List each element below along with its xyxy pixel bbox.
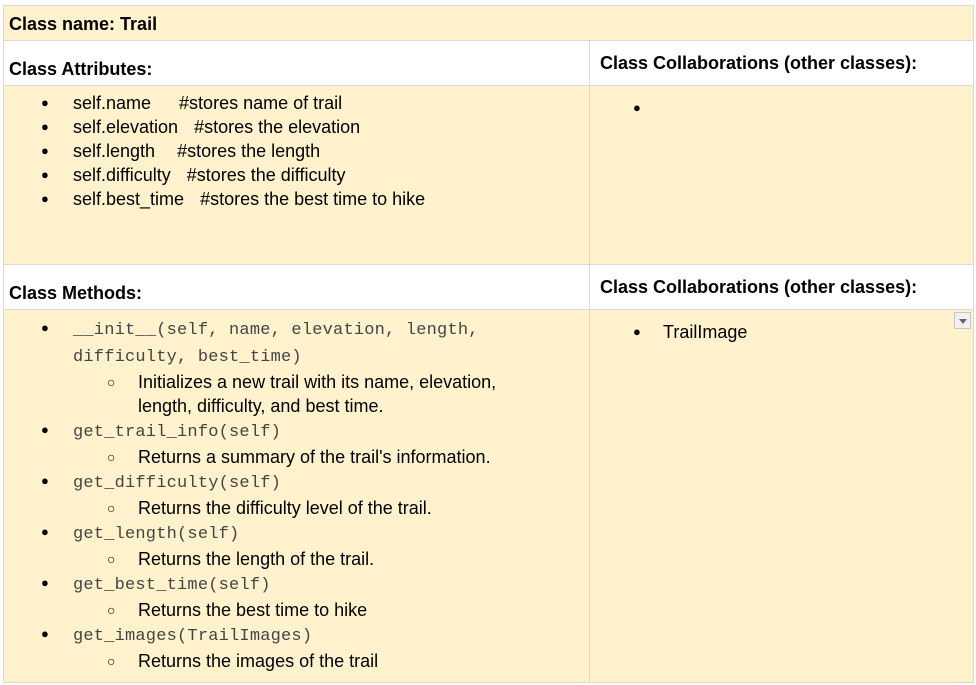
method-signature: get_images(TrailImages)	[73, 627, 313, 646]
list-item: Initializes a new trail with its name, e…	[4, 370, 589, 418]
class-name-cell: Class name: Trail	[4, 6, 973, 40]
list-item: get_trail_info(self)	[4, 418, 589, 445]
attribute-code: self.difficulty	[73, 165, 171, 185]
attributes-collab-body-cell	[589, 85, 973, 264]
attribute-code: self.best_time	[73, 189, 185, 209]
list-item: self.elevation #stores the elevation	[4, 115, 589, 139]
methods-collab-body-cell: TrailImage	[589, 309, 973, 682]
attributes-header-cell: Class Attributes:	[4, 40, 589, 85]
methods-collab-header-cell: Class Collaborations (other classes):	[589, 264, 973, 309]
attributes-body-cell: self.name #stores name of trail self.elev…	[4, 85, 589, 264]
list-item: get_difficulty(self)	[4, 469, 589, 496]
attribute-comment: #stores name of trail	[179, 93, 343, 113]
attributes-header: Class Attributes:	[9, 59, 153, 79]
methods-collab-list: TrailImage	[590, 320, 973, 344]
attribute-comment: #stores the difficulty	[186, 165, 346, 185]
list-item: self.best_time #stores the best time to h…	[4, 187, 589, 211]
methods-body-cell: __init__(self, name, elevation, length, …	[4, 309, 589, 682]
methods-header-cell: Class Methods:	[4, 264, 589, 309]
attribute-comment: #stores the length	[177, 141, 321, 161]
method-description: Returns the images of the trail	[138, 651, 379, 671]
method-description-cont: length, difficulty, and best time.	[138, 396, 384, 416]
method-description: Initializes a new trail with its name, e…	[138, 372, 497, 392]
method-description: Returns the length of the trail.	[138, 549, 375, 569]
attribute-code: self.elevation	[73, 117, 179, 137]
method-signature: get_best_time(self)	[73, 576, 271, 595]
list-item: __init__(self, name, elevation, length, …	[4, 316, 589, 370]
list-item: self.length #stores the length	[4, 139, 589, 163]
method-signature: get_trail_info(self)	[73, 423, 282, 442]
list-item: Returns the difficulty level of the trai…	[4, 496, 589, 520]
list-item: Returns a summary of the trail's informa…	[4, 445, 589, 469]
list-item: Returns the best time to hike	[4, 598, 589, 622]
list-item: Returns the images of the trail	[4, 649, 589, 673]
methods-list: __init__(self, name, elevation, length, …	[4, 316, 589, 673]
method-description: Returns the difficulty level of the trai…	[138, 498, 432, 518]
attributes-collab-header-cell: Class Collaborations (other classes):	[589, 40, 973, 85]
attributes-collab-list	[590, 96, 973, 120]
list-item: Returns the length of the trail.	[4, 547, 589, 571]
attributes-collab-header: Class Collaborations (other classes):	[600, 53, 918, 73]
attribute-comment: #stores the elevation	[194, 117, 361, 137]
list-item: get_length(self)	[4, 520, 589, 547]
dropdown-arrow-icon[interactable]	[954, 312, 971, 329]
attributes-list: self.name #stores name of trail self.elev…	[4, 91, 589, 211]
attribute-code: self.name	[73, 93, 152, 113]
attribute-code: self.length	[73, 141, 156, 161]
method-signature: get_length(self)	[73, 525, 240, 544]
method-description: Returns a summary of the trail's informa…	[138, 447, 491, 467]
collab-item: TrailImage	[663, 322, 748, 342]
list-item: get_images(TrailImages)	[4, 622, 589, 649]
list-item: get_best_time(self)	[4, 571, 589, 598]
class-card-table: Class name: Trail Class Attributes: Clas…	[3, 5, 974, 683]
methods-header: Class Methods:	[9, 283, 143, 303]
list-item	[590, 96, 973, 120]
list-item: self.name #stores name of trail	[4, 91, 589, 115]
list-item: self.difficulty #stores the difficulty	[4, 163, 589, 187]
method-signature: get_difficulty(self)	[73, 474, 282, 493]
method-signature-cont: difficulty, best_time)	[73, 348, 302, 367]
attribute-comment: #stores the best time to hike	[200, 189, 426, 209]
class-name-title: Class name: Trail	[9, 14, 158, 34]
method-description: Returns the best time to hike	[138, 600, 368, 620]
method-signature: __init__(self, name, elevation, length,	[73, 321, 479, 340]
list-item: TrailImage	[590, 320, 973, 344]
methods-collab-header: Class Collaborations (other classes):	[600, 277, 918, 297]
